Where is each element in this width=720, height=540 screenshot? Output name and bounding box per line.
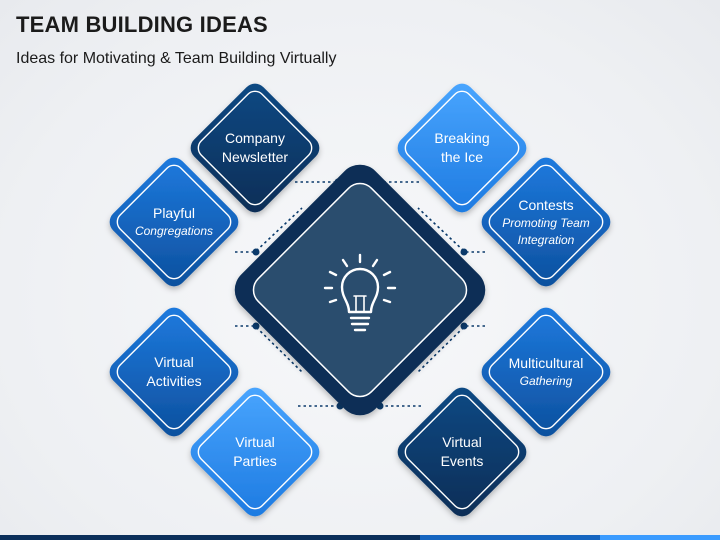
footer-bar-dark <box>0 535 420 540</box>
node-title-line2: the Ice <box>440 149 484 165</box>
footer-bar-light <box>600 535 720 540</box>
node-multicultural-shape <box>481 307 611 437</box>
node-title-line2: Newsletter <box>221 149 289 165</box>
node-title-line2: Events <box>440 453 484 469</box>
connector-dot <box>252 248 260 256</box>
node-breaking-the-ice-shape <box>397 83 527 213</box>
connector-playful <box>235 207 303 253</box>
page-subtitle: Ideas for Motivating & Team Building Vir… <box>16 50 337 67</box>
node-contests-shape <box>481 157 611 287</box>
page-title: TEAM BUILDING IDEAS <box>16 12 268 37</box>
node-virtual-events-shape <box>397 387 527 517</box>
node-playful-shape <box>109 157 239 287</box>
footer-bar-mid <box>420 535 600 540</box>
node-title: Breaking <box>434 130 490 146</box>
node-title: Virtual <box>235 434 275 450</box>
node-title-line2: Parties <box>233 453 277 469</box>
lightbulb-icon <box>323 253 397 332</box>
node-virtual-activities-shape <box>109 307 239 437</box>
node-virtual-parties-shape <box>190 387 320 517</box>
node-title: Contests <box>518 196 574 213</box>
node-title: Company <box>225 130 285 146</box>
connector-multicultural <box>417 325 485 373</box>
connector-contests <box>417 207 485 253</box>
node-title: Multicultural <box>508 355 584 371</box>
node-company-newsletter-shape <box>190 83 320 213</box>
center-diamond <box>234 164 486 416</box>
connector-activities <box>235 325 303 373</box>
connector-dot <box>460 248 468 256</box>
connector-dot <box>460 322 468 330</box>
connector-dot <box>252 322 260 330</box>
node-subtitle: Promoting Team Integration <box>502 215 590 247</box>
node-title: Virtual <box>154 354 194 370</box>
node-title-line2: Activities <box>146 373 202 389</box>
node-title: Playful <box>152 205 196 221</box>
node-subtitle: Gathering <box>519 374 573 388</box>
node-breaking-the-ice: Breaking the Ice <box>402 129 522 167</box>
node-title: Virtual <box>442 434 482 450</box>
node-subtitle: Congregations <box>134 224 214 238</box>
